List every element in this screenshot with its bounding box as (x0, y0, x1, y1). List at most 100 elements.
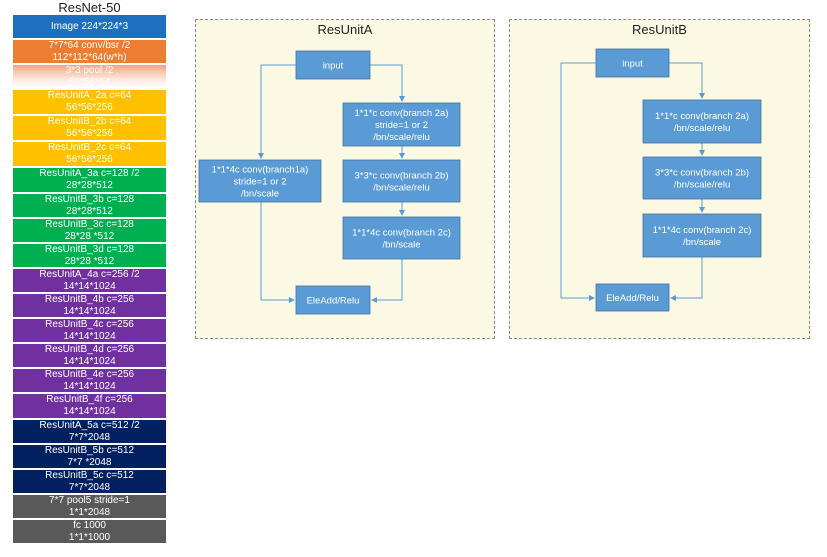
layer-label: 56*56*256 (66, 102, 113, 113)
unit-b-branch2a-node-label: /bn/scale/relu (674, 123, 731, 134)
unit-b-input-node-label: input (622, 59, 643, 70)
unit-b-edge-input-2a (669, 62, 705, 99)
unit-b-branch2c-node-label: 1*1*4c conv(branch 2c) (653, 225, 752, 236)
unit-a-branch2b-node-label: /bn/scale/relu (373, 183, 430, 194)
layer-label: 112*112*64(w*h) (52, 51, 127, 63)
layer-label: 1*1*2048 (68, 506, 111, 518)
layer-label: ResUnitB_2b c=64 (47, 116, 132, 127)
unit-a-branch2b-node-label: 3*3*c conv(branch 2b) (355, 171, 449, 182)
unit-b-branch2c-node-label: /bn/scale (683, 237, 721, 248)
layer-label: 3*3 pool /2 (65, 64, 114, 76)
layer-label: ResUnitA_5a c=512 /2 (39, 419, 140, 431)
unit-a-eleadd-node: EleAdd/Relu (295, 285, 371, 315)
unit-b-edge-2c-add (670, 257, 703, 301)
layer-label: 14*14*1024 (63, 330, 116, 342)
layer-label: ResUnitB_4e c=256 (44, 368, 135, 380)
resnet-title: ResNet-50 (58, 0, 121, 15)
layer-label: ResUnitB_2c c=64 (47, 142, 132, 153)
unit-a-branch2a-node-label: 1*1*c conv(branch 2a) (355, 108, 449, 119)
unit-a-branch2c-node: 1*1*4c conv(branch 2c)/bn/scale (342, 216, 461, 260)
layer-label: 7*7 pool5 stride=1 (49, 494, 130, 506)
unit-b-eleadd-node: EleAdd/Relu (595, 283, 670, 312)
unit-a-branch2c-node-label: /bn/scale (382, 240, 420, 251)
layer-label: 28*28 *512 (64, 230, 115, 242)
layer-label: Image 224*224*3 (50, 20, 129, 32)
layer-label: 28*28*512 (66, 205, 113, 217)
layer-label: ResUnitB_4b c=256 (44, 293, 135, 305)
unit-a-edge-skip (258, 64, 296, 159)
layer-label: ResUnitB_3b c=128 (44, 193, 135, 205)
layer-label: ResUnitB_3c c=128 (45, 218, 134, 230)
unit-a-edge-input-2a (370, 64, 405, 102)
unit-b-branch2b-node-label: 3*3*c conv(branch 2b) (655, 168, 749, 179)
layer-label: ResUnitB_4f c=256 (46, 394, 133, 405)
unit-a-branch2c-node-label: 1*1*4c conv(branch 2c) (352, 228, 451, 239)
unit-a-input-node-label: input (323, 61, 344, 72)
unit-b-input-node: input (595, 48, 670, 78)
layer-label: ResUnitB_5b c=512 (44, 444, 135, 456)
layer-label: ResUnitA_2a c=64 (47, 90, 132, 101)
layer-label: 7*7 *2048 (67, 456, 112, 468)
unit-a-branch1a-node: 1*1*4c conv(branch1a)stride=1 or 2/bn/sc… (198, 159, 322, 203)
unit-a-branch2a-node-label: /bn/scale/relu (373, 132, 430, 143)
unit-b-branch2a-node: 1*1*c conv(branch 2a)/bn/scale/relu (642, 99, 762, 144)
unit-b-branch2a-node-label: 1*1*c conv(branch 2a) (655, 111, 749, 122)
layer-label: fc 1000 (73, 519, 106, 531)
unit-a-branch1a-node-label: stride=1 or 2 (233, 177, 286, 188)
unit-a-branch1a-node-label: /bn/scale (241, 189, 279, 200)
unit-a-branch1a-node-label: 1*1*4c conv(branch1a) (212, 165, 309, 176)
layer-label: ResUnitA_3a c=128 /2 (39, 168, 140, 179)
layer-label: 14*14*1024 (63, 380, 116, 392)
unit-a-eleadd-node-label: EleAdd/Relu (307, 296, 360, 307)
layer-label: ResUnitB_4d c=256 (44, 343, 135, 355)
layer-label: 14*14*1024 (63, 355, 116, 367)
layer-label: 1*1*1000 (68, 531, 111, 543)
layer-label: ResUnitB_4c c=256 (45, 318, 134, 330)
unit-a-edge-2c-add (371, 259, 403, 303)
layer-block: Image 224*224*3 (12, 14, 167, 39)
layer-label: 56*56*256 (66, 128, 113, 139)
layer-label: 14*14*1024 (63, 406, 116, 417)
unit-b-branch2c-node: 1*1*4c conv(branch 2c)/bn/scale (642, 213, 762, 258)
layer-label: ResUnitB_5c c=512 (45, 469, 134, 481)
layer-label: ResUnitA_4a c=256 /2 (39, 268, 140, 280)
resunit-a-title: ResUnitA (317, 22, 373, 37)
unit-a-branch2b-node: 3*3*c conv(branch 2b)/bn/scale/relu (342, 159, 461, 203)
layer-label: 7*7*64 conv/bsr /2 (48, 39, 131, 51)
layer-label: 7*7*2048 (68, 431, 111, 443)
unit-b-branch2b-node-label: /bn/scale/relu (674, 180, 731, 191)
unit-a-branch2a-node: 1*1*c conv(branch 2a)stride=1 or 2/bn/sc… (342, 102, 461, 147)
layer-label: 14*14*1024 (63, 305, 116, 317)
layer-label: 28*28 *512 (64, 255, 115, 267)
unit-a-input-node: input (295, 50, 371, 80)
layer-label: ResUnitB_3d c=128 (44, 243, 135, 255)
unit-a-edge-1a-add (260, 202, 295, 303)
layer-label: 14*14*1024 (63, 280, 116, 292)
unit-b-branch2b-node: 3*3*c conv(branch 2b)/bn/scale/relu (642, 156, 762, 200)
layer-label: 56*56*256 (66, 154, 113, 165)
unit-a-branch2a-node-label: stride=1 or 2 (375, 120, 428, 131)
layer-label: 28*28*512 (66, 180, 113, 191)
layer-label: 56*56*64 (68, 76, 111, 88)
layer-label: 7*7*2048 (68, 481, 111, 493)
